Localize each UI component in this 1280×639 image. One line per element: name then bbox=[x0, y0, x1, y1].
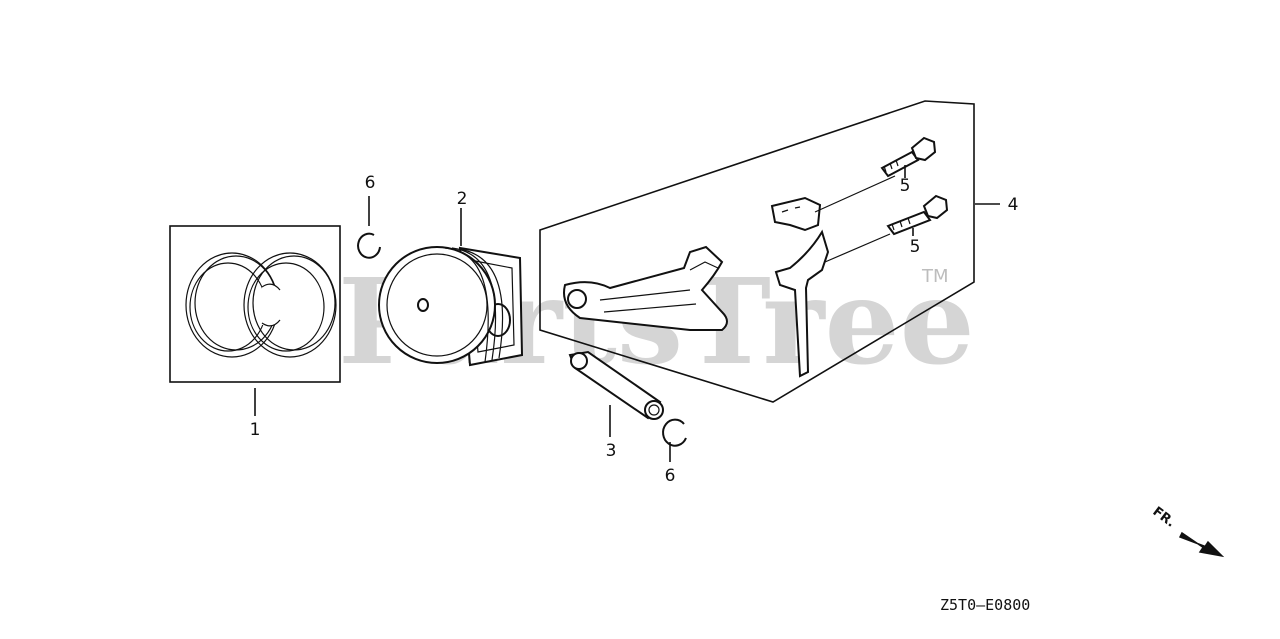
con-rod-bolt-lower[interactable] bbox=[886, 194, 949, 236]
front-arrow-icon bbox=[1178, 531, 1225, 558]
diagram-code: Z5T0—E0800 bbox=[940, 596, 1030, 614]
callout-1: 1 bbox=[250, 420, 261, 440]
front-direction-indicator: FR. bbox=[1150, 504, 1225, 558]
front-label: FR. bbox=[1150, 504, 1178, 530]
callout-5a: 5 bbox=[900, 176, 911, 196]
piston[interactable] bbox=[378, 246, 524, 367]
piston-pin-clip-bottom[interactable] bbox=[662, 418, 687, 447]
con-rod-bolt-upper[interactable] bbox=[880, 136, 937, 178]
ring-set-box bbox=[169, 225, 341, 383]
callout-6b: 6 bbox=[665, 466, 676, 486]
callout-6a: 6 bbox=[365, 173, 376, 193]
piston-ring-set[interactable] bbox=[169, 225, 341, 383]
piston-pin-clip-top[interactable] bbox=[357, 232, 381, 259]
connecting-rod[interactable] bbox=[563, 245, 728, 331]
trademark: TM bbox=[921, 266, 949, 287]
callout-3: 3 bbox=[606, 441, 617, 461]
callout-5b: 5 bbox=[910, 237, 921, 257]
piston-pin[interactable] bbox=[568, 350, 664, 420]
con-rod-assembly-outline bbox=[539, 100, 975, 403]
callout-4: 4 bbox=[1008, 195, 1019, 215]
callout-2: 2 bbox=[457, 189, 468, 209]
connecting-rod-cap[interactable] bbox=[770, 196, 830, 378]
